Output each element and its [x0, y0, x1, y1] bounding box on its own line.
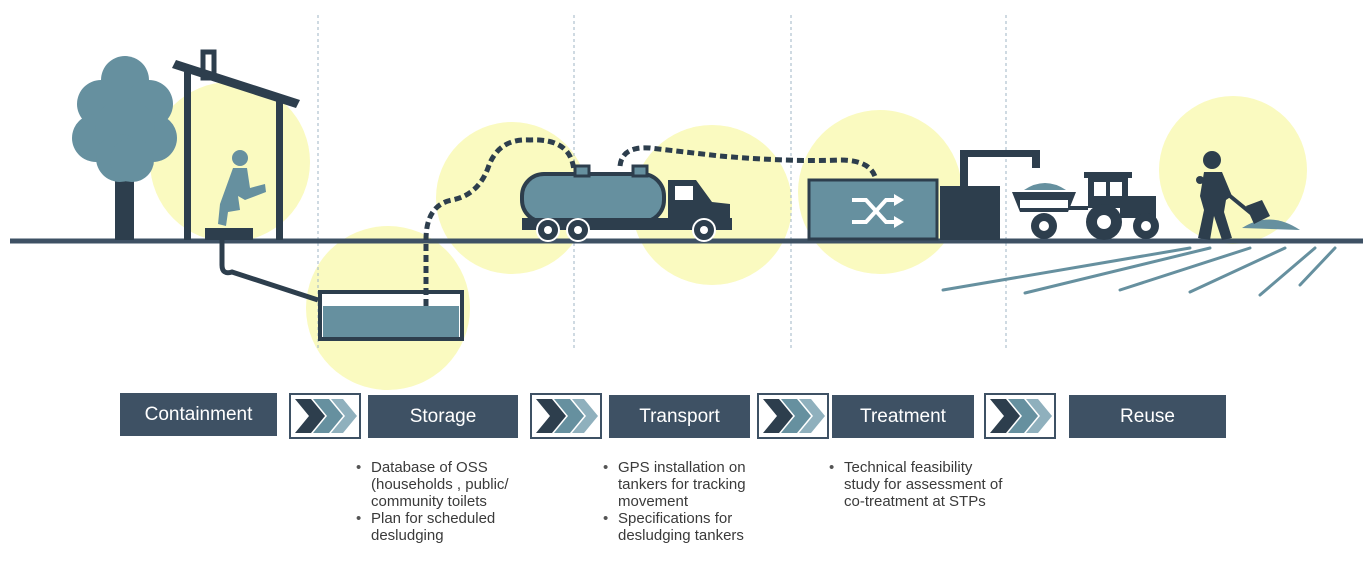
stage-storage: Storage — [368, 395, 518, 438]
list-item: Technical feasibility study for assessme… — [826, 459, 1011, 510]
stage-containment: Containment — [120, 393, 277, 436]
treatment-notes: Technical feasibility study for assessme… — [826, 459, 1011, 510]
tractor-trolley-icon — [1012, 172, 1159, 240]
shuffle-icon — [852, 194, 904, 228]
stage-transport: Transport — [609, 395, 750, 438]
tree-icon — [72, 56, 177, 240]
treatment-plant-icon — [807, 150, 1040, 241]
field-furrows-icon — [941, 246, 1337, 297]
suction-hose-icon — [423, 137, 577, 306]
list-item: Database of OSS (households , public/ co… — [353, 459, 533, 510]
squatting-person-icon — [218, 150, 266, 226]
chevron-arrow-icon — [984, 393, 1056, 439]
stage-treatment: Treatment — [832, 395, 974, 438]
stage-reuse: Reuse — [1069, 395, 1226, 438]
worker-shovel-icon — [1196, 151, 1300, 240]
list-item: Plan for scheduled desludging — [353, 510, 533, 544]
septic-tank-icon — [318, 290, 464, 341]
list-item: GPS installation on tankers for tracking… — [600, 459, 795, 510]
storage-notes: Database of OSS (households , public/ co… — [353, 459, 533, 544]
sanitation-chain-illustration — [10, 15, 1363, 390]
chevron-arrow-icon — [530, 393, 602, 439]
list-item: Specifications for desludging tankers — [600, 510, 795, 544]
chevron-arrow-icon — [289, 393, 361, 439]
tanker-truck-icon — [520, 164, 732, 242]
highlight-circles — [150, 82, 1307, 390]
highlight-reuse — [1159, 96, 1307, 244]
highlight-containment — [150, 82, 310, 242]
chevron-arrow-icon — [757, 393, 829, 439]
section-dividers — [317, 15, 1007, 350]
toilet-icon — [172, 49, 319, 303]
tanker-to-plant-hose-icon — [617, 145, 879, 181]
transport-notes: GPS installation on tankers for tracking… — [600, 459, 795, 544]
